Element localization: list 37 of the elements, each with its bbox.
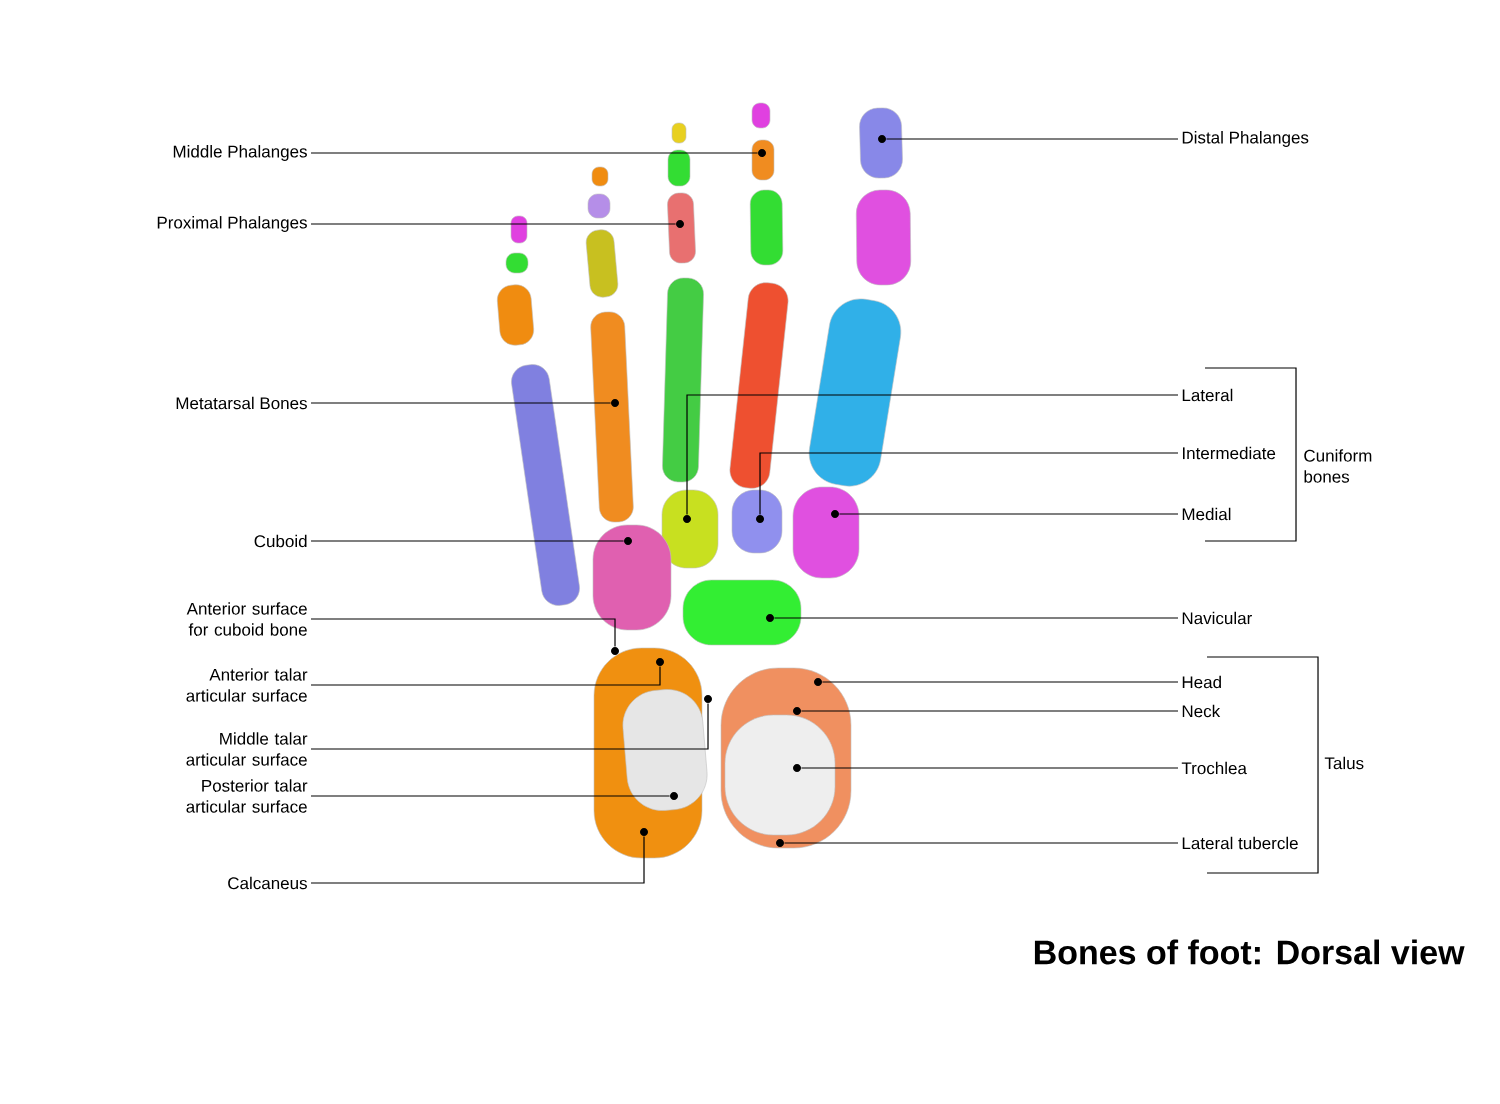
leader-line <box>310 223 677 225</box>
leader-line <box>310 665 661 686</box>
label-text: Metatarsal Bones <box>176 396 307 410</box>
leader-line <box>310 702 709 750</box>
label-text: Calcaneus <box>228 876 307 890</box>
label-text: Posterior talar articular surface <box>186 779 308 813</box>
leader-line <box>310 540 625 542</box>
label-text: Navicular <box>1182 611 1252 625</box>
label-text: Middle talar articular surface <box>186 732 308 766</box>
bracket-label: Talus <box>1324 756 1364 770</box>
leader-line <box>800 767 1179 769</box>
label-text: Head <box>1182 675 1221 689</box>
leader-line <box>310 795 671 797</box>
label-text: Intermediate <box>1183 446 1276 460</box>
leader-line <box>885 138 1179 140</box>
label-text: Proximal Phalanges <box>157 216 307 232</box>
label-text: Medial <box>1182 507 1231 521</box>
leader-line <box>773 617 1179 619</box>
label-text: Neck <box>1182 704 1221 718</box>
label-text: Anterior surface for cuboid bone <box>186 602 307 636</box>
leader-line <box>800 710 1179 712</box>
leader-line <box>310 835 645 884</box>
label-text: Distal Phalanges <box>1182 131 1309 147</box>
title: Bones of foot: Dorsal view <box>1034 939 1465 965</box>
leader-line <box>838 513 1179 515</box>
label-text: Lateral <box>1182 388 1233 402</box>
bracket-label: Cuniform bones <box>1304 449 1372 483</box>
label-text: Cuboid <box>254 534 307 548</box>
leader-line <box>310 402 612 404</box>
leader-line <box>759 452 1179 516</box>
leader-line <box>821 681 1179 683</box>
leader-line <box>686 394 1179 516</box>
label-text: Anterior talar articular surface <box>186 668 308 702</box>
leader-line <box>310 618 616 648</box>
label-text: Lateral tubercle <box>1182 836 1298 850</box>
label-text: Middle Phalanges <box>173 145 307 161</box>
label-text: Trochlea <box>1181 761 1247 775</box>
